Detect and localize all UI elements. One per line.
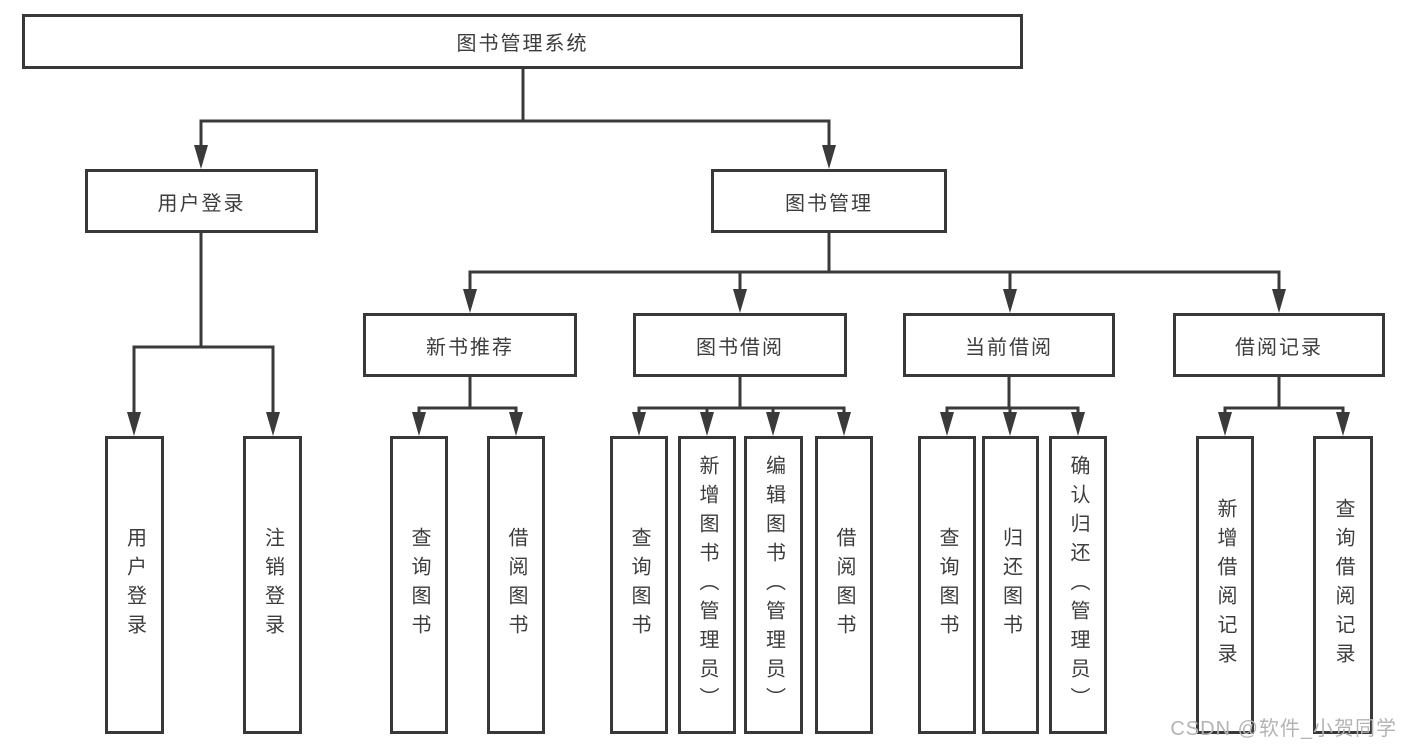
node-label: 借阅记录 — [1235, 336, 1323, 359]
connector-book-management-to-level3 — [463, 233, 1286, 313]
connector-new-book-recommend-to-leaves — [412, 377, 523, 436]
node-label: 新增图书（管理员） — [696, 454, 718, 716]
node-label: 编辑图书（管理员） — [762, 454, 785, 716]
node-current-borrowing: 当前借阅 — [903, 313, 1115, 377]
arrowhead — [766, 412, 780, 436]
node-label: 查询图书 — [628, 527, 650, 643]
node-label: 图书借阅 — [696, 336, 784, 359]
arrowhead — [266, 412, 280, 436]
node-book-management: 图书管理 — [711, 169, 947, 233]
node-new-book-recommendation: 新书推荐 — [363, 313, 577, 377]
leaf-add-borrowing-record: 新增借阅记录 — [1196, 436, 1254, 734]
arrowhead — [940, 412, 954, 436]
node-label: 注销登录 — [261, 527, 284, 643]
leaf-borrow-books-recommend: 借阅图书 — [487, 436, 545, 734]
arrowhead — [1003, 289, 1017, 313]
arrowhead — [1071, 412, 1085, 436]
leaf-user-login: 用户登录 — [105, 436, 164, 734]
arrowhead — [700, 412, 714, 436]
node-label: 借阅图书 — [505, 527, 527, 643]
node-label: 查询图书 — [936, 527, 958, 643]
node-label: 查询借阅记录 — [1332, 498, 1354, 672]
node-label: 确认归还（管理员） — [1067, 454, 1089, 716]
leaf-borrow-books-borrowing: 借阅图书 — [815, 436, 873, 734]
node-label: 查询图书 — [408, 527, 430, 643]
connector-borrowing-records-to-leaves — [1218, 377, 1350, 436]
leaf-confirm-return-admin: 确认归还（管理员） — [1049, 436, 1107, 734]
leaf-query-books-borrowing: 查询图书 — [610, 436, 668, 734]
node-book-borrowing: 图书借阅 — [633, 313, 847, 377]
node-label: 新书推荐 — [426, 336, 514, 359]
connector-user-login-to-leaves — [127, 233, 280, 436]
csdn-watermark: CSDN @软件_小贺同学 — [1170, 718, 1397, 740]
leaf-add-books-admin: 新增图书（管理员） — [678, 436, 736, 734]
connector-current-borrowing-to-leaves — [940, 377, 1085, 436]
connector-book-borrowing-to-leaves — [632, 377, 851, 436]
node-label: 用户登录 — [157, 192, 246, 215]
leaf-logout: 注销登录 — [243, 436, 302, 734]
leaf-return-books: 归还图书 — [982, 436, 1039, 734]
arrowhead — [463, 289, 477, 313]
arrowhead — [1336, 412, 1350, 436]
arrowhead — [837, 412, 851, 436]
node-label: 归还图书 — [999, 527, 1022, 643]
node-label: 用户登录 — [123, 527, 146, 643]
arrowhead — [1272, 289, 1286, 313]
leaf-query-books-recommend: 查询图书 — [390, 436, 448, 734]
connector-root-to-level2 — [194, 69, 836, 169]
node-label: 当前借阅 — [965, 336, 1053, 359]
leaf-query-books-current: 查询图书 — [918, 436, 976, 734]
arrowhead — [1218, 412, 1232, 436]
leaf-edit-books-admin: 编辑图书（管理员） — [744, 436, 803, 734]
arrowhead — [632, 412, 646, 436]
node-label: 新增借阅记录 — [1214, 498, 1236, 672]
node-label: 图书管理系统 — [456, 33, 589, 55]
arrowhead — [1003, 412, 1017, 436]
arrowhead — [733, 289, 747, 313]
node-borrowing-records: 借阅记录 — [1173, 313, 1385, 377]
node-label: 借阅图书 — [833, 527, 855, 643]
leaf-query-borrowing-record: 查询借阅记录 — [1313, 436, 1373, 734]
arrowhead — [509, 412, 523, 436]
arrowhead — [127, 412, 141, 436]
node-user-login: 用户登录 — [85, 169, 318, 233]
node-label: 图书管理 — [785, 192, 873, 215]
arrowhead — [194, 145, 208, 169]
arrowhead — [822, 145, 836, 169]
arrowhead — [412, 412, 426, 436]
node-library-management-system: 图书管理系统 — [22, 14, 1023, 69]
